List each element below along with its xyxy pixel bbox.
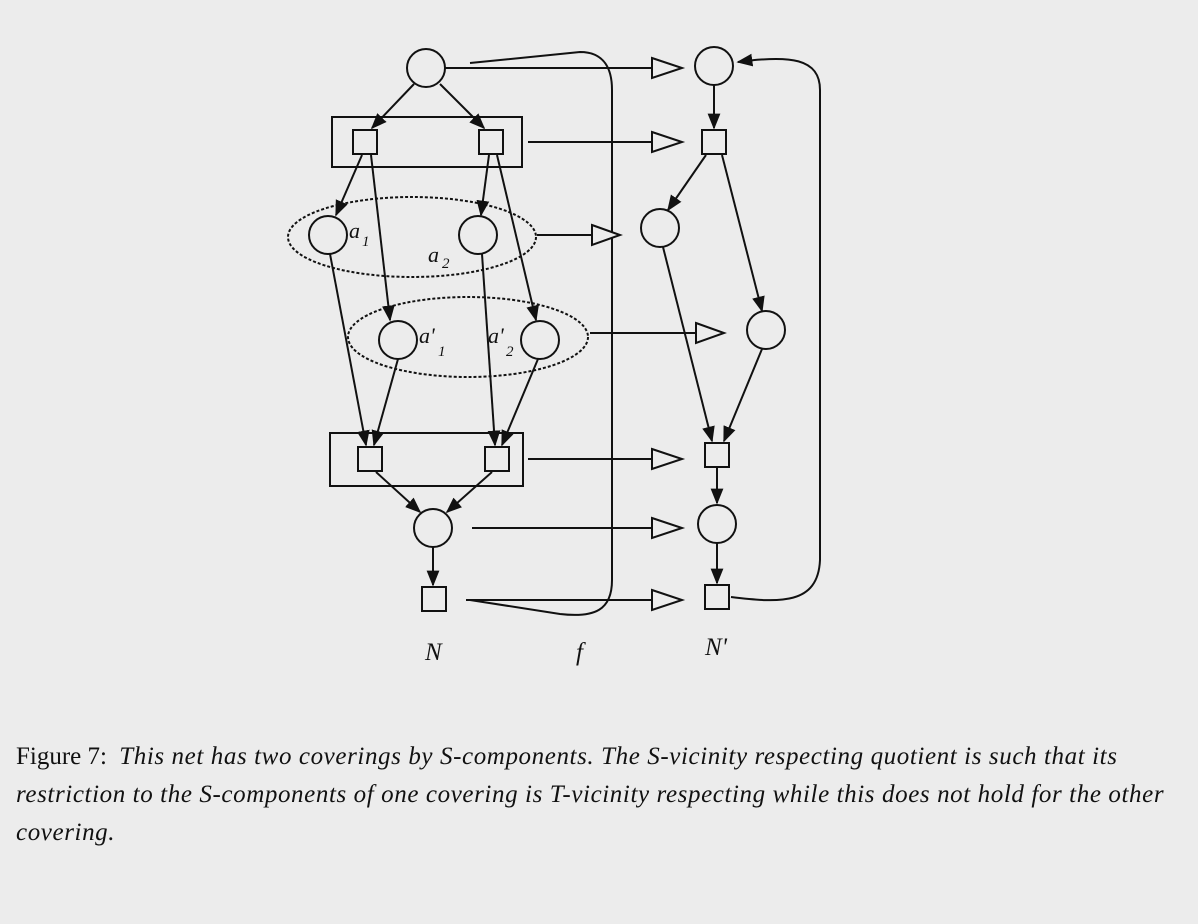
place-a1 xyxy=(308,215,348,255)
caption-label: Figure 7: xyxy=(16,743,107,770)
mapping-bracket xyxy=(469,50,613,616)
mapping-label-f: f xyxy=(576,639,586,666)
label-a2-sub: 2 xyxy=(442,256,450,272)
label-a1: a xyxy=(349,218,360,243)
label-a2-prime-sub: 2 xyxy=(506,344,514,360)
place-a1-prime xyxy=(378,320,418,360)
transition-group-bottom xyxy=(329,432,524,487)
place-a2 xyxy=(458,215,498,255)
transition-t3 xyxy=(357,446,383,472)
mapping-arrows xyxy=(445,56,727,612)
label-a1-sub: 1 xyxy=(362,234,370,250)
place-top xyxy=(406,48,446,88)
caption-text: This net has two coverings by S-componen… xyxy=(16,743,1165,846)
figure-caption: Figure 7: This net has two coverings by … xyxy=(16,738,1186,852)
place-bottom-prime xyxy=(697,504,737,544)
place-left-prime xyxy=(640,208,680,248)
place-top-prime xyxy=(694,46,734,86)
transition-t2 xyxy=(478,129,504,155)
place-right-prime xyxy=(746,310,786,350)
label-a1-prime-sub: 1 xyxy=(438,344,446,360)
transition-bottom xyxy=(421,586,447,612)
transition-mid-prime xyxy=(704,442,730,468)
net-label-n: N xyxy=(424,639,443,666)
transition-group-top xyxy=(331,116,523,168)
label-a2-prime: a' xyxy=(488,323,504,348)
transition-t4 xyxy=(484,446,510,472)
s-component-ellipse-upper xyxy=(287,196,537,278)
label-a1-prime: a' xyxy=(419,323,435,348)
transition-bottom-prime xyxy=(704,584,730,610)
s-component-ellipse-lower xyxy=(347,296,589,378)
transition-top-prime xyxy=(701,129,727,155)
place-bottom xyxy=(413,508,453,548)
label-a2: a xyxy=(428,242,439,267)
transition-t1 xyxy=(352,129,378,155)
net-label-n-prime: N' xyxy=(704,634,728,661)
place-labels: a 1 a 2 a' 1 a' 2 xyxy=(349,218,514,360)
place-a2-prime xyxy=(520,320,560,360)
